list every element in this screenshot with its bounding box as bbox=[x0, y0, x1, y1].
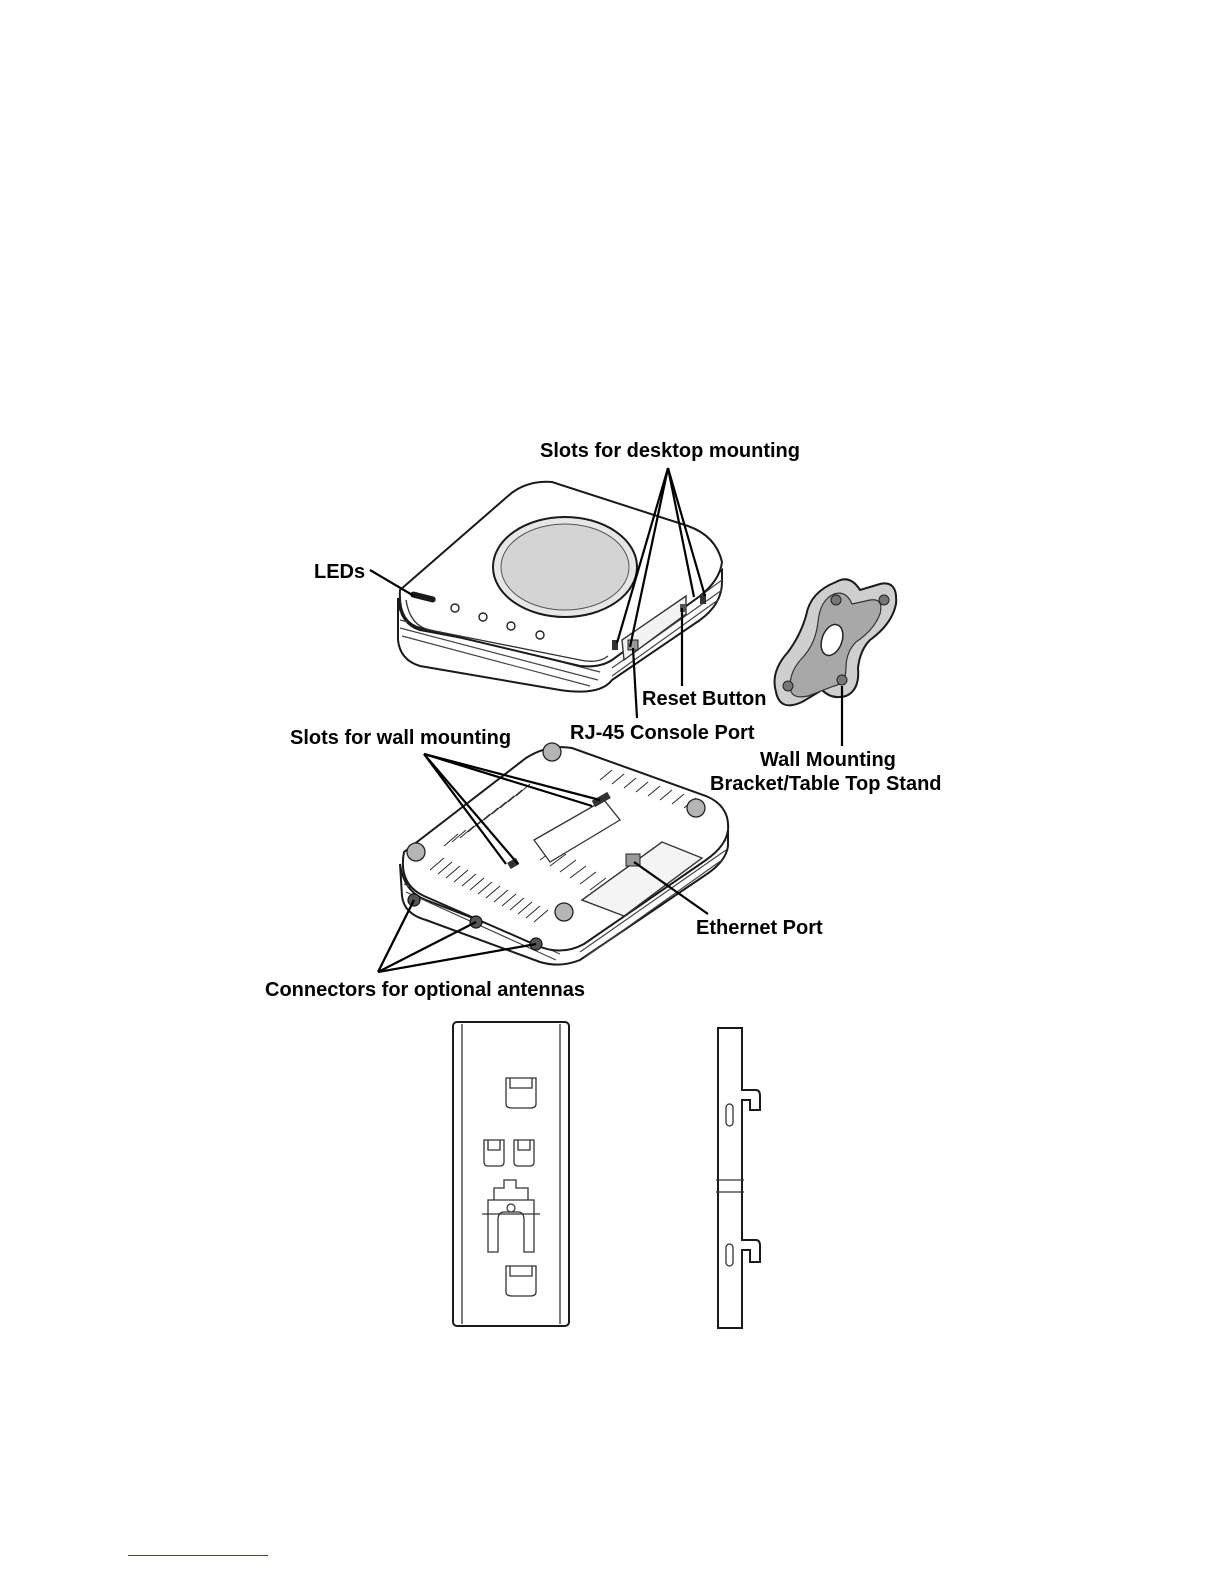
rail-side-outline bbox=[718, 1028, 760, 1328]
label-rj45-console: RJ-45 Console Port bbox=[570, 722, 755, 744]
rail-bracket-side-view bbox=[716, 1028, 760, 1328]
rail-side-slot-top bbox=[726, 1104, 733, 1126]
foot-top bbox=[543, 743, 561, 761]
footnote-rule bbox=[128, 1555, 268, 1556]
wall-mount-bracket bbox=[775, 579, 897, 705]
led-dot-3 bbox=[507, 622, 515, 630]
bracket-screw-3 bbox=[837, 675, 847, 685]
label-antenna-connectors: Connectors for optional antennas bbox=[265, 979, 585, 1001]
rail-front-outline bbox=[453, 1022, 569, 1326]
label-ethernet-port: Ethernet Port bbox=[696, 917, 823, 939]
bracket-screw-1 bbox=[831, 595, 841, 605]
rail-bracket-front-view bbox=[453, 1022, 569, 1326]
top-unit-dome-inner bbox=[501, 524, 629, 610]
access-point-bottom-view bbox=[400, 743, 728, 965]
access-point-top-view bbox=[398, 482, 722, 692]
foot-bottom bbox=[555, 903, 573, 921]
label-slots-wall: Slots for wall mounting bbox=[290, 727, 511, 749]
label-leds: LEDs bbox=[314, 561, 365, 583]
bracket-screw-2 bbox=[879, 595, 889, 605]
label-wall-bracket-2: Bracket/Table Top Stand bbox=[710, 773, 942, 795]
led-dot-2 bbox=[479, 613, 487, 621]
rail-clip-hole bbox=[507, 1204, 515, 1212]
led-dot-1 bbox=[451, 604, 459, 612]
label-reset-button: Reset Button bbox=[642, 688, 766, 710]
bracket-screw-4 bbox=[783, 681, 793, 691]
label-wall-bracket-1: Wall Mounting bbox=[760, 749, 896, 771]
foot-left bbox=[407, 843, 425, 861]
foot-right bbox=[687, 799, 705, 817]
rail-side-slot-bottom bbox=[726, 1244, 733, 1266]
led-dot-4 bbox=[536, 631, 544, 639]
label-slots-desktop: Slots for desktop mounting bbox=[540, 440, 800, 462]
